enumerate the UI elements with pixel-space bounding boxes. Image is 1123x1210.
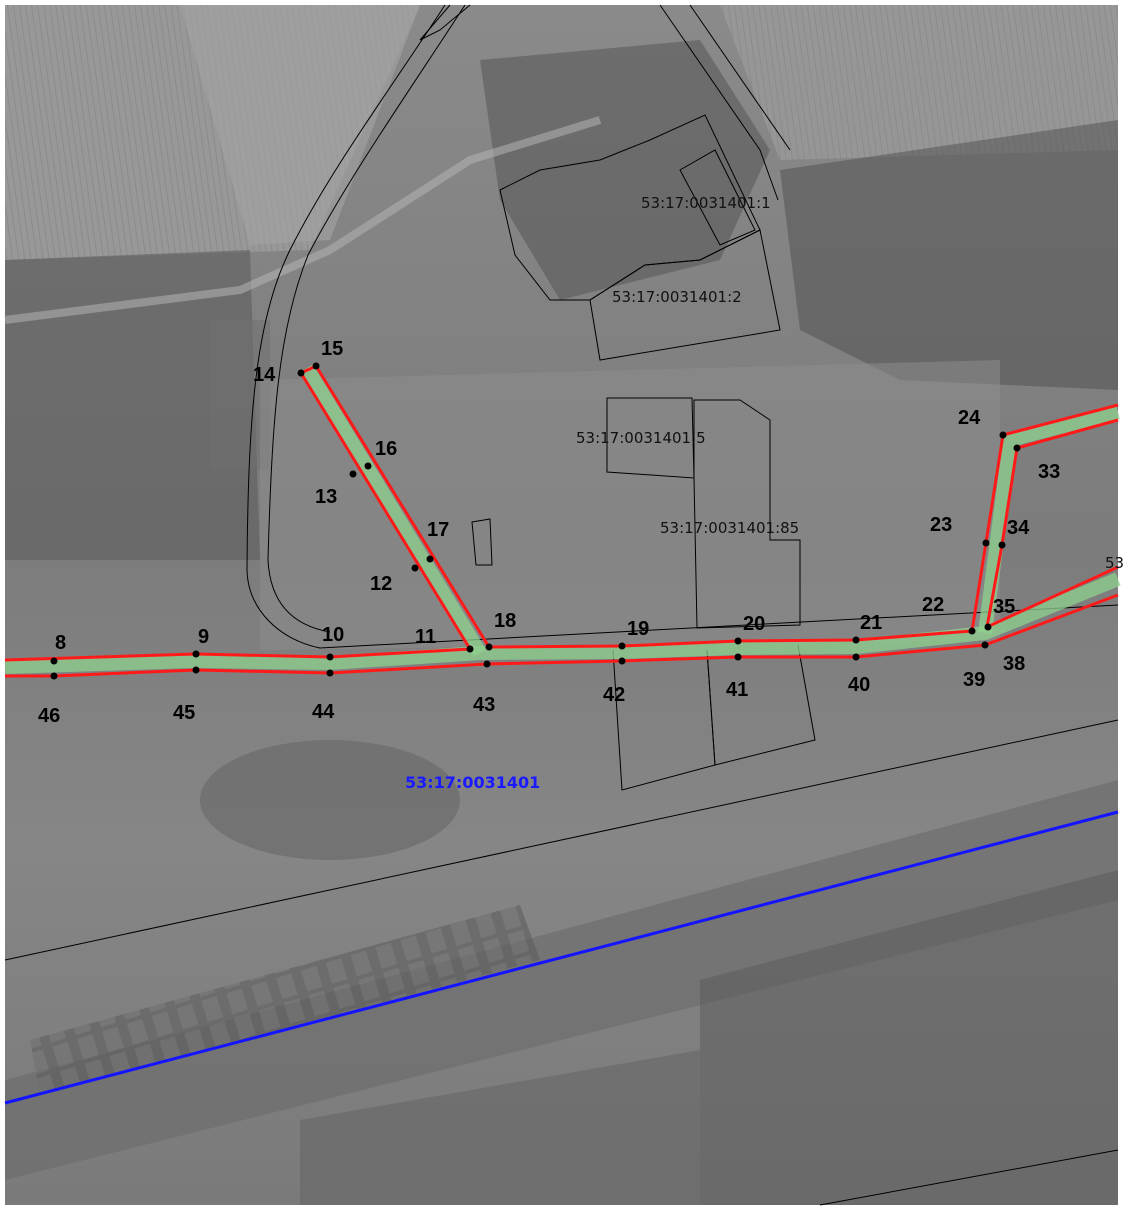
road-inner-right [659, 4, 779, 201]
railway-line [4, 810, 1119, 1105]
cadastral-block-label: 53:17:0031401 [405, 773, 540, 792]
point-label-11: 11 [415, 626, 436, 648]
point-marker-18 [485, 643, 493, 651]
point-label-16: 16 [375, 438, 397, 460]
point-marker-23 [982, 539, 990, 547]
point-label-22: 22 [922, 594, 944, 616]
parcel-label-cut: 53 [1105, 554, 1123, 572]
railway-south-boundary [819, 1149, 1119, 1206]
point-marker-19 [618, 642, 626, 650]
point-marker-17 [426, 555, 434, 563]
lower-parcel-2 [706, 644, 816, 766]
parcel-2-boundary [589, 229, 781, 361]
point-label-10: 10 [322, 624, 344, 646]
point-marker-14 [297, 369, 305, 377]
point-label-45: 45 [173, 702, 195, 724]
point-marker-45 [192, 666, 200, 674]
point-marker-22 [968, 627, 976, 635]
block-south-boundary [4, 719, 1119, 961]
point-label-9: 9 [198, 626, 209, 648]
parcel-labels: 53:17:0031401:1 53:17:0031401:2 53:17:00… [576, 194, 1123, 572]
point-label-42: 42 [603, 684, 625, 706]
point-labels: 8 9 10 11 12 13 14 15 16 17 18 19 20 21 … [38, 338, 1060, 727]
point-label-35: 35 [993, 596, 1015, 618]
point-label-38: 38 [1003, 653, 1025, 675]
point-label-24: 24 [958, 407, 981, 429]
point-marker-12 [411, 564, 419, 572]
point-marker-43 [483, 660, 491, 668]
point-marker-38 [981, 641, 989, 649]
point-label-18: 18 [494, 610, 516, 632]
corridor-branch-center [301, 364, 486, 657]
corridor-south-edge [5, 593, 1119, 678]
point-label-40: 40 [848, 674, 870, 696]
parcel-1-inner [679, 149, 756, 246]
point-label-8: 8 [55, 632, 66, 654]
point-label-19: 19 [627, 618, 649, 640]
corridor-north-inner-edge [985, 418, 1119, 628]
small-building-outline [471, 518, 493, 566]
point-marker-15 [312, 362, 320, 370]
point-label-41: 41 [726, 679, 748, 701]
corridor-main-center [4, 572, 1121, 674]
point-label-13: 13 [315, 486, 337, 508]
point-label-33: 33 [1038, 461, 1060, 483]
point-label-46: 46 [38, 705, 60, 727]
point-marker-35 [984, 623, 992, 631]
point-marker-9 [192, 650, 200, 658]
point-label-20: 20 [743, 613, 765, 635]
point-marker-10 [326, 653, 334, 661]
point-markers [50, 362, 1021, 680]
point-marker-40 [852, 653, 860, 661]
point-marker-20 [734, 637, 742, 645]
corridor-branch-east-edge [986, 565, 1119, 629]
point-marker-34 [998, 541, 1006, 549]
road-inner-right-2 [689, 4, 791, 151]
parcel-label-2: 53:17:0031401:2 [612, 288, 742, 306]
road-inner-boundary [267, 4, 466, 633]
point-label-17: 17 [427, 519, 449, 541]
point-label-39: 39 [963, 669, 985, 691]
point-marker-8 [50, 657, 58, 665]
road-outer-boundary [246, 4, 1119, 649]
point-label-23: 23 [930, 514, 952, 536]
point-marker-24 [999, 431, 1007, 439]
point-marker-16 [364, 462, 372, 470]
point-label-14: 14 [253, 364, 276, 386]
corridor-north-center [978, 405, 1120, 634]
top-small-parcel [419, 4, 471, 41]
parcel-85-boundary [693, 399, 801, 629]
parcel-label-85: 53:17:0031401:85 [660, 519, 799, 537]
point-marker-44 [326, 669, 334, 677]
point-marker-33 [1013, 444, 1021, 452]
point-label-43: 43 [473, 694, 495, 716]
point-marker-42 [618, 657, 626, 665]
point-label-21: 21 [860, 612, 882, 634]
point-label-34: 34 [1007, 517, 1030, 539]
aerial-photo-background [4, 5, 1118, 1205]
point-marker-46 [50, 672, 58, 680]
point-marker-13 [349, 470, 357, 478]
point-marker-41 [734, 653, 742, 661]
point-label-15: 15 [321, 338, 343, 360]
point-marker-11 [466, 645, 474, 653]
point-label-44: 44 [312, 701, 335, 723]
point-marker-21 [852, 636, 860, 644]
parcel-label-5: 53:17:0031401:5 [576, 429, 706, 447]
parcel-label-1: 53:17:0031401:1 [641, 194, 771, 212]
point-label-12: 12 [370, 573, 392, 595]
parcel-boundaries [4, 4, 1119, 1206]
